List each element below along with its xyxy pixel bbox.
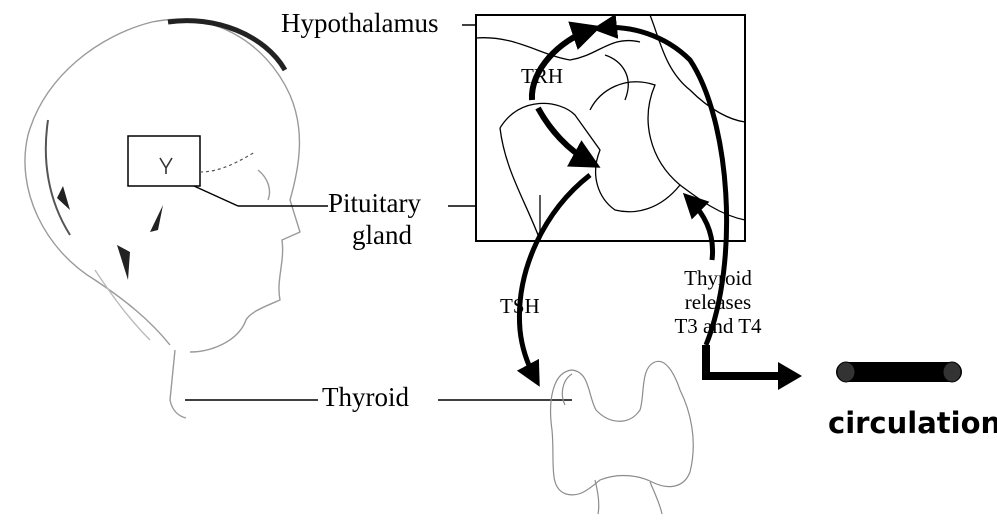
thyroid-gland-icon [551, 361, 694, 514]
thyroid-label: Thyroid [322, 382, 409, 413]
brain-zoom-icon [476, 15, 745, 241]
circulation-arrow-head [778, 362, 802, 390]
pituitary-glyph-icon [160, 158, 172, 174]
tsh-label: TSH [500, 294, 540, 319]
circulation-label: circulation [828, 406, 997, 440]
circulation-arrow-shaft [706, 345, 780, 376]
pituitary-locator-box [128, 136, 200, 186]
pituitary-leader-left [194, 186, 238, 206]
trh-label: TRH [521, 64, 563, 89]
thyroid-release-label-line2: releases [668, 290, 768, 315]
head-mark-3 [117, 245, 130, 280]
thyroid-release-label-line3: T3 and T4 [668, 314, 768, 339]
hypothalamus-label: Hypothalamus [281, 8, 438, 39]
blood-vessel-icon [836, 362, 962, 382]
head-mark-2 [150, 205, 163, 232]
head-profile-icon [25, 19, 300, 418]
head-dash-line [200, 152, 255, 172]
thyroid-release-label-line1: Thyroid [668, 266, 768, 291]
pituitary-label-line2: gland [352, 220, 412, 251]
pituitary-label-line1: Pituitary [328, 188, 421, 219]
head-mark-1 [57, 186, 70, 210]
